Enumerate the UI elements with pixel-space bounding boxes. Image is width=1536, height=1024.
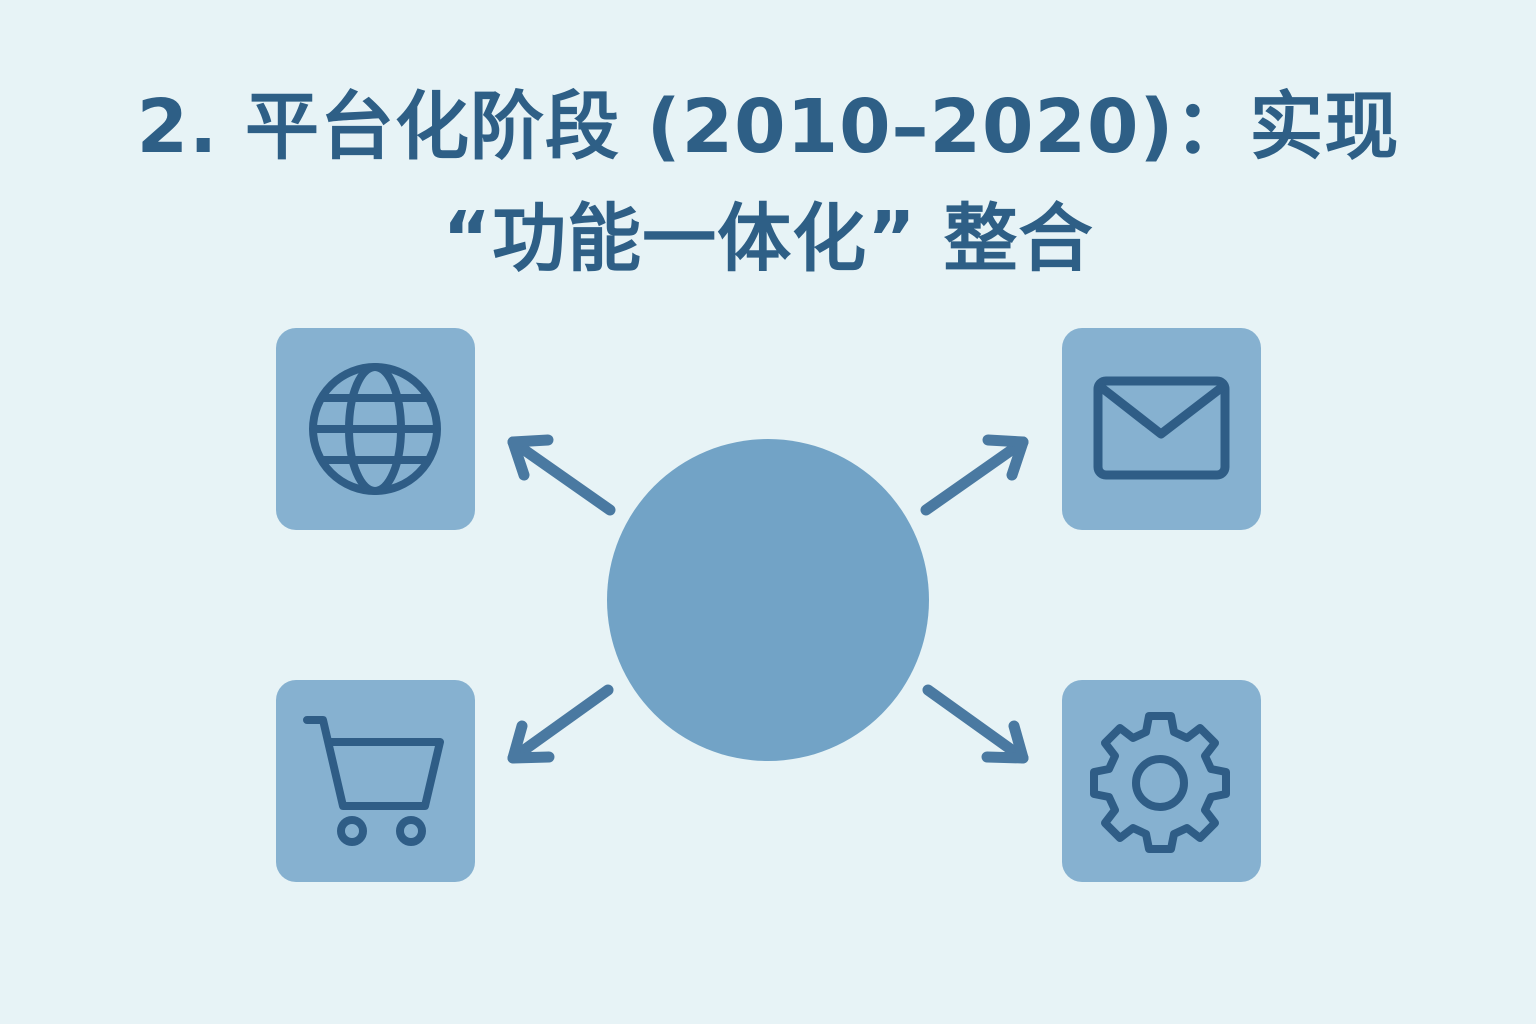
shopping-tile bbox=[276, 680, 475, 882]
arrow-to-gear bbox=[922, 684, 1029, 764]
globe-icon bbox=[309, 363, 441, 495]
web-tile bbox=[276, 328, 475, 530]
central-hub bbox=[607, 439, 929, 761]
messaging-tile bbox=[1062, 328, 1261, 530]
mail-icon bbox=[1093, 376, 1230, 480]
arrow-to-globe bbox=[507, 434, 616, 516]
arrow-to-mail bbox=[920, 434, 1029, 516]
settings-tile bbox=[1062, 680, 1261, 882]
gear-icon bbox=[1090, 712, 1230, 853]
page-title-line-2: “功能一体化” 整合 bbox=[442, 196, 1094, 282]
arrow-to-cart bbox=[507, 684, 614, 764]
cart-icon bbox=[303, 716, 444, 846]
page-title-line-1: 2. 平台化阶段 (2010–2020)：实现 bbox=[136, 84, 1400, 170]
arrows bbox=[507, 434, 1029, 764]
